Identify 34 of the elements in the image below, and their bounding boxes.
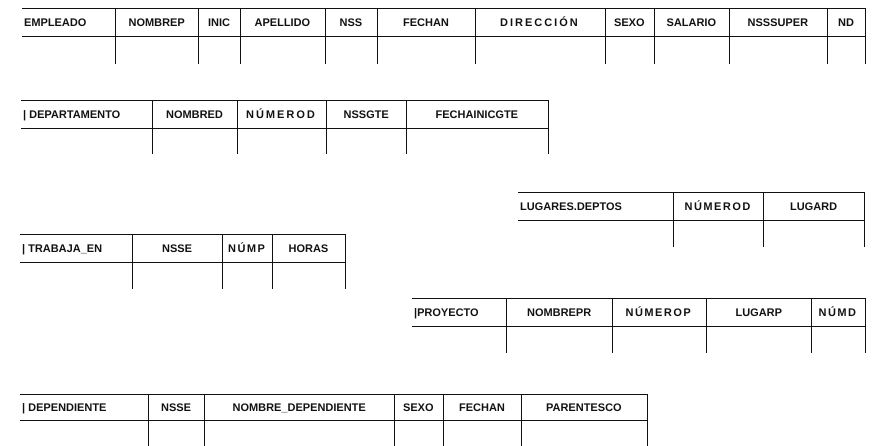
- column-header: NSSE: [162, 242, 192, 256]
- column-header: SEXO: [614, 16, 645, 30]
- table-name: | DEPENDIENTE: [22, 402, 106, 414]
- column-header: SEXO: [403, 402, 434, 414]
- column-header: DIRECCIÓN: [500, 16, 580, 30]
- column-header: HORAS: [288, 242, 328, 256]
- column-header: LUGARP: [736, 306, 782, 320]
- column-header: APELLIDO: [254, 16, 310, 30]
- column-header: NÚMP: [228, 242, 266, 256]
- column-header: NÚMEROD: [684, 200, 752, 214]
- column-header: NÚMEROD: [246, 108, 317, 122]
- column-header: NSSSUPER: [748, 16, 808, 30]
- column-header: NSSGTE: [344, 108, 389, 122]
- table-name: | TRABAJA_EN: [22, 242, 102, 256]
- table-name: |PROYECTO: [414, 306, 479, 320]
- column-header: NOMBRE_DEPENDIENTE: [232, 402, 366, 414]
- column-header: NSS: [340, 16, 362, 30]
- column-header: FECHAN: [459, 402, 505, 414]
- column-header: FECHAINICGTE: [436, 108, 518, 122]
- table-name: LUGARES.DEPTOS: [520, 200, 622, 214]
- column-header: NOMBREP: [128, 16, 185, 30]
- column-header: NOMBREPR: [527, 306, 592, 320]
- column-header: NSSE: [161, 402, 191, 414]
- column-header: NÚMEROP: [626, 306, 692, 320]
- table-name: | DEPARTAMENTO: [23, 108, 120, 122]
- table-name: EMPLEADO: [24, 16, 86, 30]
- column-header: INIC: [208, 16, 230, 30]
- column-header: LUGARD: [790, 200, 838, 214]
- column-header: NÚMD: [818, 306, 858, 320]
- column-header: FECHAN: [403, 16, 449, 30]
- column-header: PARENTESCO: [546, 402, 622, 414]
- column-header: SALARIO: [666, 16, 716, 30]
- column-header: ND: [838, 16, 854, 30]
- column-header: NOMBRED: [166, 108, 223, 122]
